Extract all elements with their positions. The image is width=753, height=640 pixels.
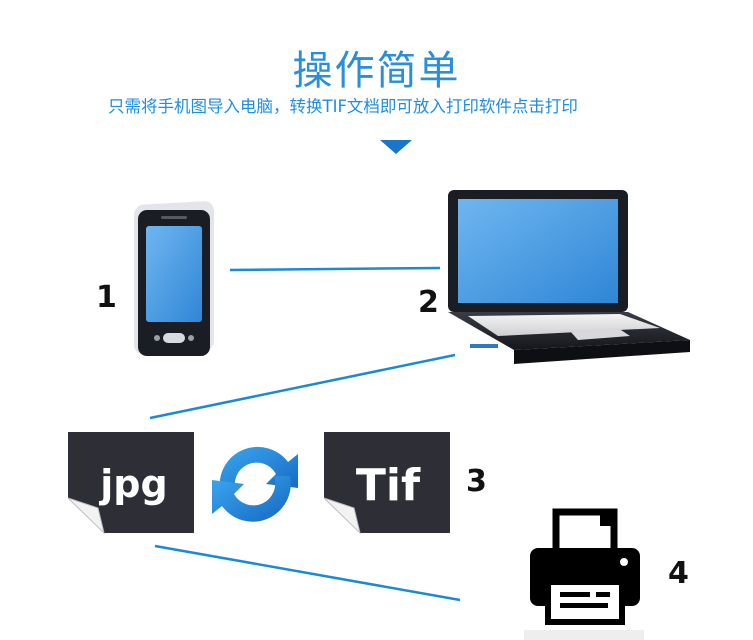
connector-line-laptop-jpg [149,353,456,420]
step-number-2: 2 [418,285,439,320]
connector-line-jpg-printer [154,544,461,602]
jpg-file-icon: jpg [67,432,194,535]
step-number-3: 3 [466,464,487,499]
step-number-1: 1 [96,280,117,315]
phone-icon [134,201,214,356]
jpg-file-label: jpg [98,462,167,506]
convert-arrows-icon [212,446,298,522]
tif-file-icon: Tif [323,432,450,535]
tif-file-label: Tif [356,460,421,511]
page-title: 操作简单 [292,48,461,94]
down-caret-icon [380,140,412,154]
step-number-4: 4 [668,556,689,591]
connector-line-phone-laptop [229,266,441,272]
printer-icon [524,508,644,640]
page-subtitle: 只需将手机图导入电脑，转换TIF文档即可放入打印软件点击打印 [108,97,578,116]
laptop-icon [448,190,690,364]
